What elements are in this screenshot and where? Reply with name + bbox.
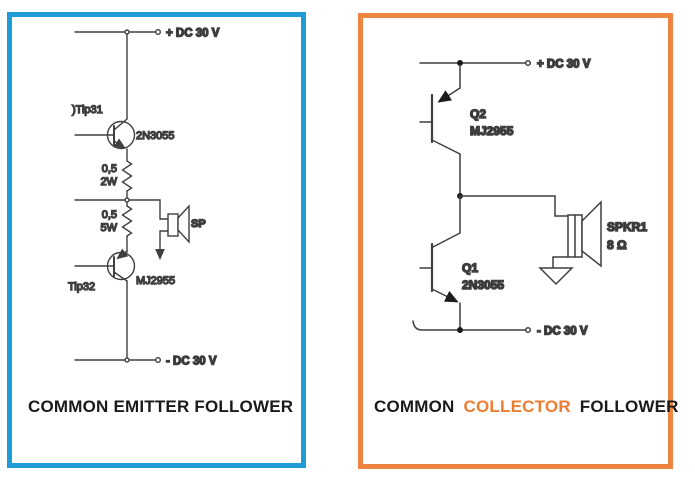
supply-neg-label: - DC 30 V [537, 326, 588, 338]
speaker-ref-label: SPKR1 [607, 220, 647, 234]
speaker-impedance-label: 8 Ω [607, 238, 627, 252]
transistor-bottom-part-label: MJ2955 [136, 275, 175, 287]
q1-part-label: 2N3055 [462, 278, 504, 292]
junction-node [457, 60, 463, 66]
r1-power-label: 2W [101, 176, 118, 188]
supply-neg-label: - DC 30 V [166, 356, 217, 368]
transistor-q1-2n3055: Q1 2N3055 [419, 195, 505, 329]
negative-rail: - DC 30 V [412, 320, 589, 338]
title-part-collector: COLLECTOR [463, 397, 571, 416]
ground-icon [538, 267, 574, 286]
transistor-bottom-name-label: Tip32 [68, 281, 95, 293]
title-part-common: COMMON [374, 397, 455, 416]
supply-pos-label: + DC 30 V [537, 59, 591, 71]
q1-ref-label: Q1 [462, 261, 478, 275]
junction-node [457, 327, 463, 333]
transistor-pnp-mj2955: Tip32 MJ2955 [67, 248, 176, 361]
negative-rail: - DC 30 V [74, 355, 218, 368]
resistor-r2: 0,5 5W [100, 201, 133, 253]
speaker-ref-label: SP [191, 218, 206, 230]
right-panel: + DC 30 V Q2 MJ2955 [358, 13, 678, 469]
positive-rail: + DC 30 V [419, 58, 591, 71]
left-panel: + DC 30 V )Tip31 2N3055 0,5 2W [7, 12, 306, 468]
q2-ref-label: Q2 [470, 107, 486, 121]
transistor-npn-2n3055: )Tip31 2N3055 [71, 103, 175, 162]
common-collector-circuit-diagram: + DC 30 V Q2 MJ2955 [412, 58, 648, 338]
speaker-sp: SP [155, 199, 206, 261]
terminal-icon [154, 357, 161, 364]
terminal-icon [154, 29, 161, 36]
speaker-cone-icon [177, 204, 190, 244]
supply-pos-label: + DC 30 V [166, 28, 220, 40]
speaker-cone-icon [581, 200, 602, 268]
title-part-follower: FOLLOWER [579, 397, 679, 416]
q2-part-label: MJ2955 [470, 124, 514, 138]
output-wire [74, 197, 161, 203]
transistor-q2-mj2955: Q2 MJ2955 [419, 64, 514, 197]
terminal-icon [524, 326, 532, 334]
resistor-r1: 0,5 2W [100, 160, 133, 201]
r2-power-label: 5W [101, 222, 118, 234]
terminal-icon [524, 59, 532, 67]
speaker-icon [167, 213, 179, 237]
junction-node [124, 357, 130, 363]
output-wire [457, 193, 569, 217]
common-emitter-circuit-diagram: + DC 30 V )Tip31 2N3055 0,5 2W [67, 27, 220, 368]
r2-value-label: 0,5 [102, 209, 117, 221]
transistor-top-name-label: )Tip31 [72, 104, 103, 116]
r1-value-label: 0,5 [102, 163, 117, 175]
left-panel-title: COMMON EMITTER FOLLOWER [28, 397, 294, 416]
transistor-top-part-label: 2N3055 [136, 130, 175, 142]
right-panel-title: COMMON COLLECTOR FOLLOWER [374, 397, 679, 417]
speaker-spkr1: SPKR1 8 Ω [538, 200, 648, 286]
positive-rail: + DC 30 V [74, 27, 220, 40]
